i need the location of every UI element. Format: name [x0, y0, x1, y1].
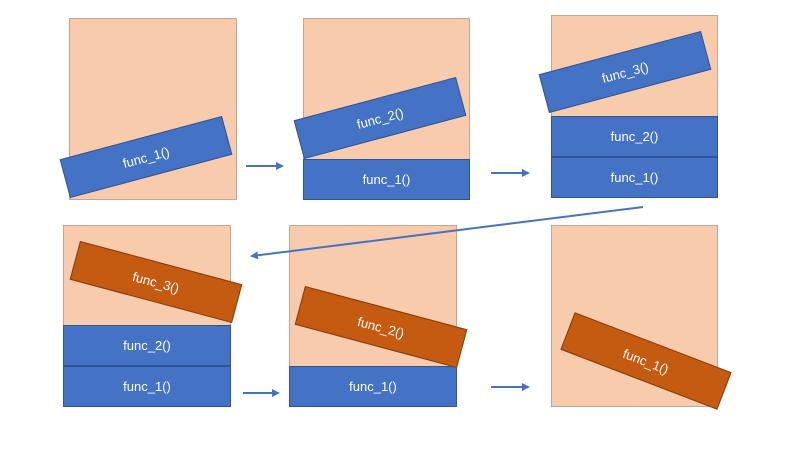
- stack-block-func-1: func_1(): [551, 157, 718, 198]
- arrow-3-to-4: [250, 206, 644, 260]
- stack-block-func-1: func_1(): [289, 366, 457, 407]
- stack-block-func-1: func_1(): [63, 366, 231, 407]
- stack-block-func-1: func_1(): [303, 159, 470, 200]
- stack-block-func-2: func_2(): [63, 325, 231, 366]
- stack-block-func-2: func_2(): [551, 116, 718, 157]
